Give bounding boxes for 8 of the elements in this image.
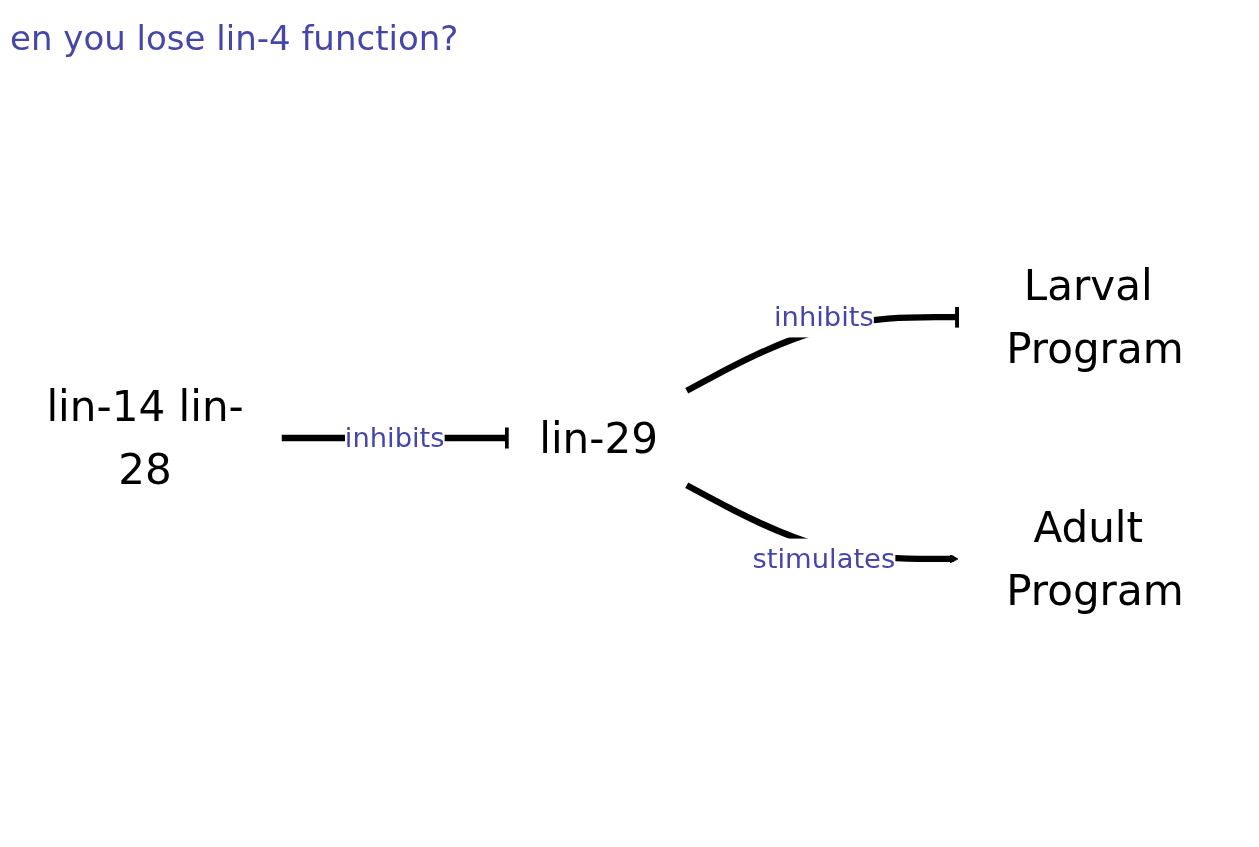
node-text: lin-29: [539, 413, 658, 463]
diagram-title: en you lose lin-4 function?: [10, 18, 459, 58]
node-text: lin-14 lin-28: [46, 382, 244, 494]
edge-label: inhibits: [344, 421, 445, 454]
edge-label: stimulates: [752, 542, 896, 575]
node-text: Larval Program: [1006, 261, 1184, 373]
edge-label: inhibits: [773, 300, 874, 333]
node-text: Adult Program: [1006, 503, 1184, 615]
